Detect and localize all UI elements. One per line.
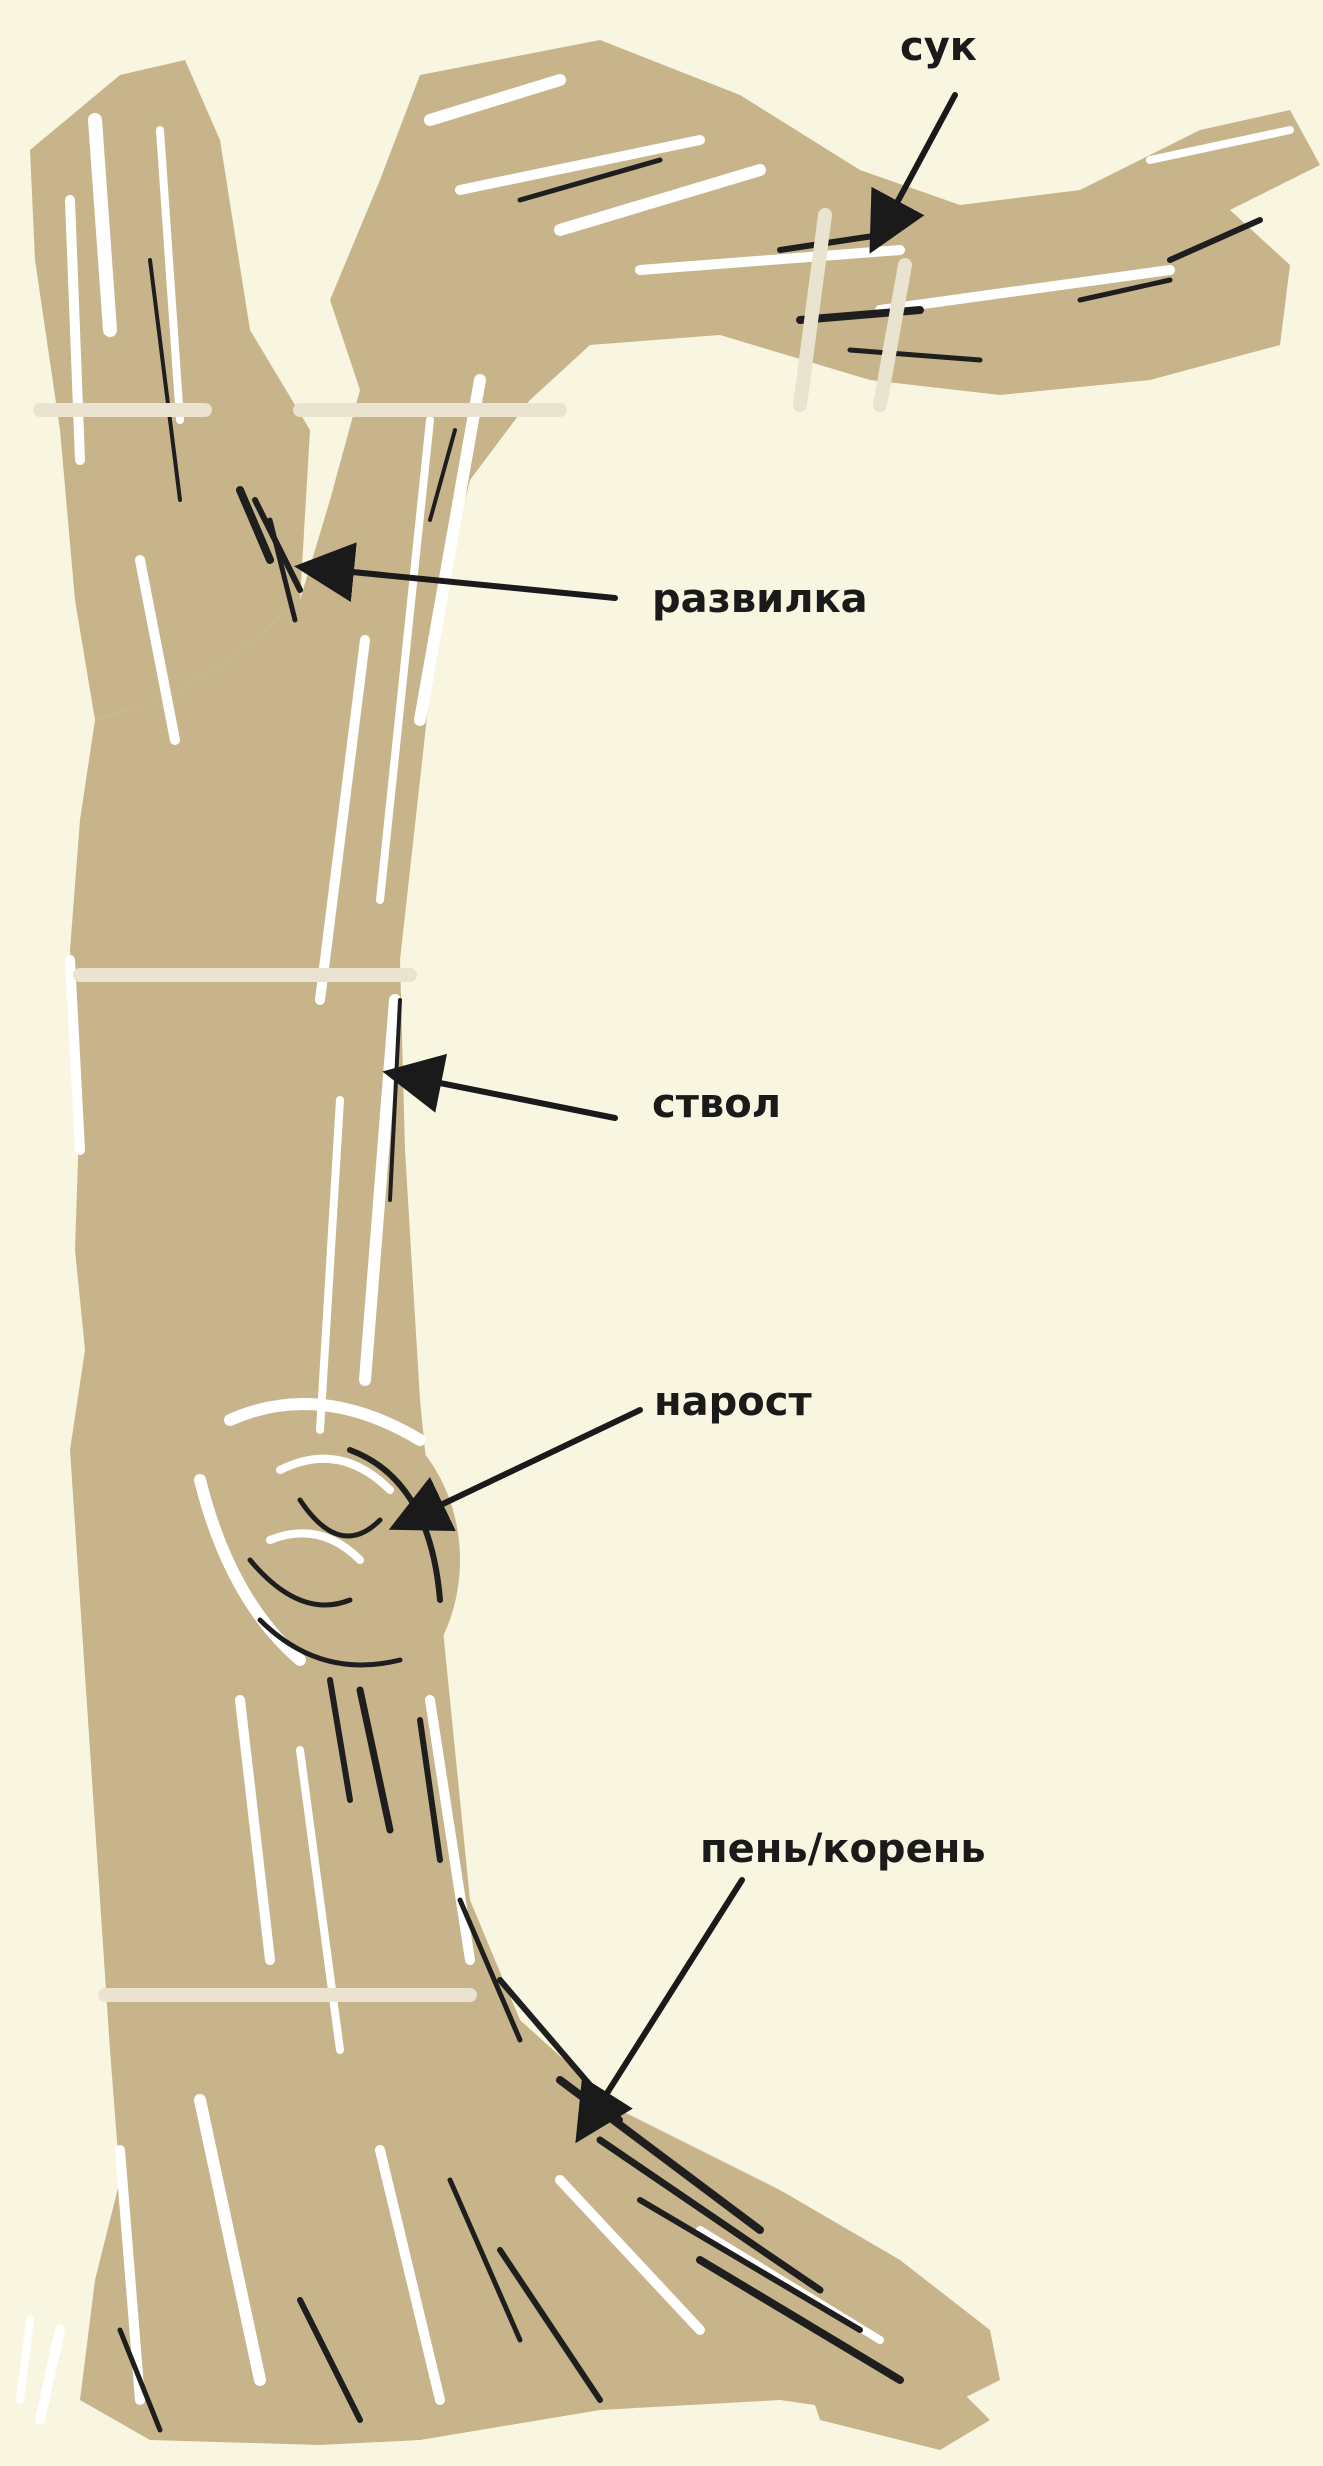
tree-silhouette (30, 40, 1320, 2450)
label-knot: сук (900, 24, 977, 70)
label-fork: развилка (652, 576, 868, 622)
label-trunk: ствол (652, 1081, 781, 1127)
arrow-burl (405, 1410, 640, 1522)
arrow-stump (585, 1880, 742, 2128)
label-burl: нарост (654, 1379, 812, 1425)
label-stump-root: пень/корень (700, 1826, 986, 1872)
left-stem-shape (30, 60, 310, 720)
arrow-trunk (400, 1075, 615, 1118)
